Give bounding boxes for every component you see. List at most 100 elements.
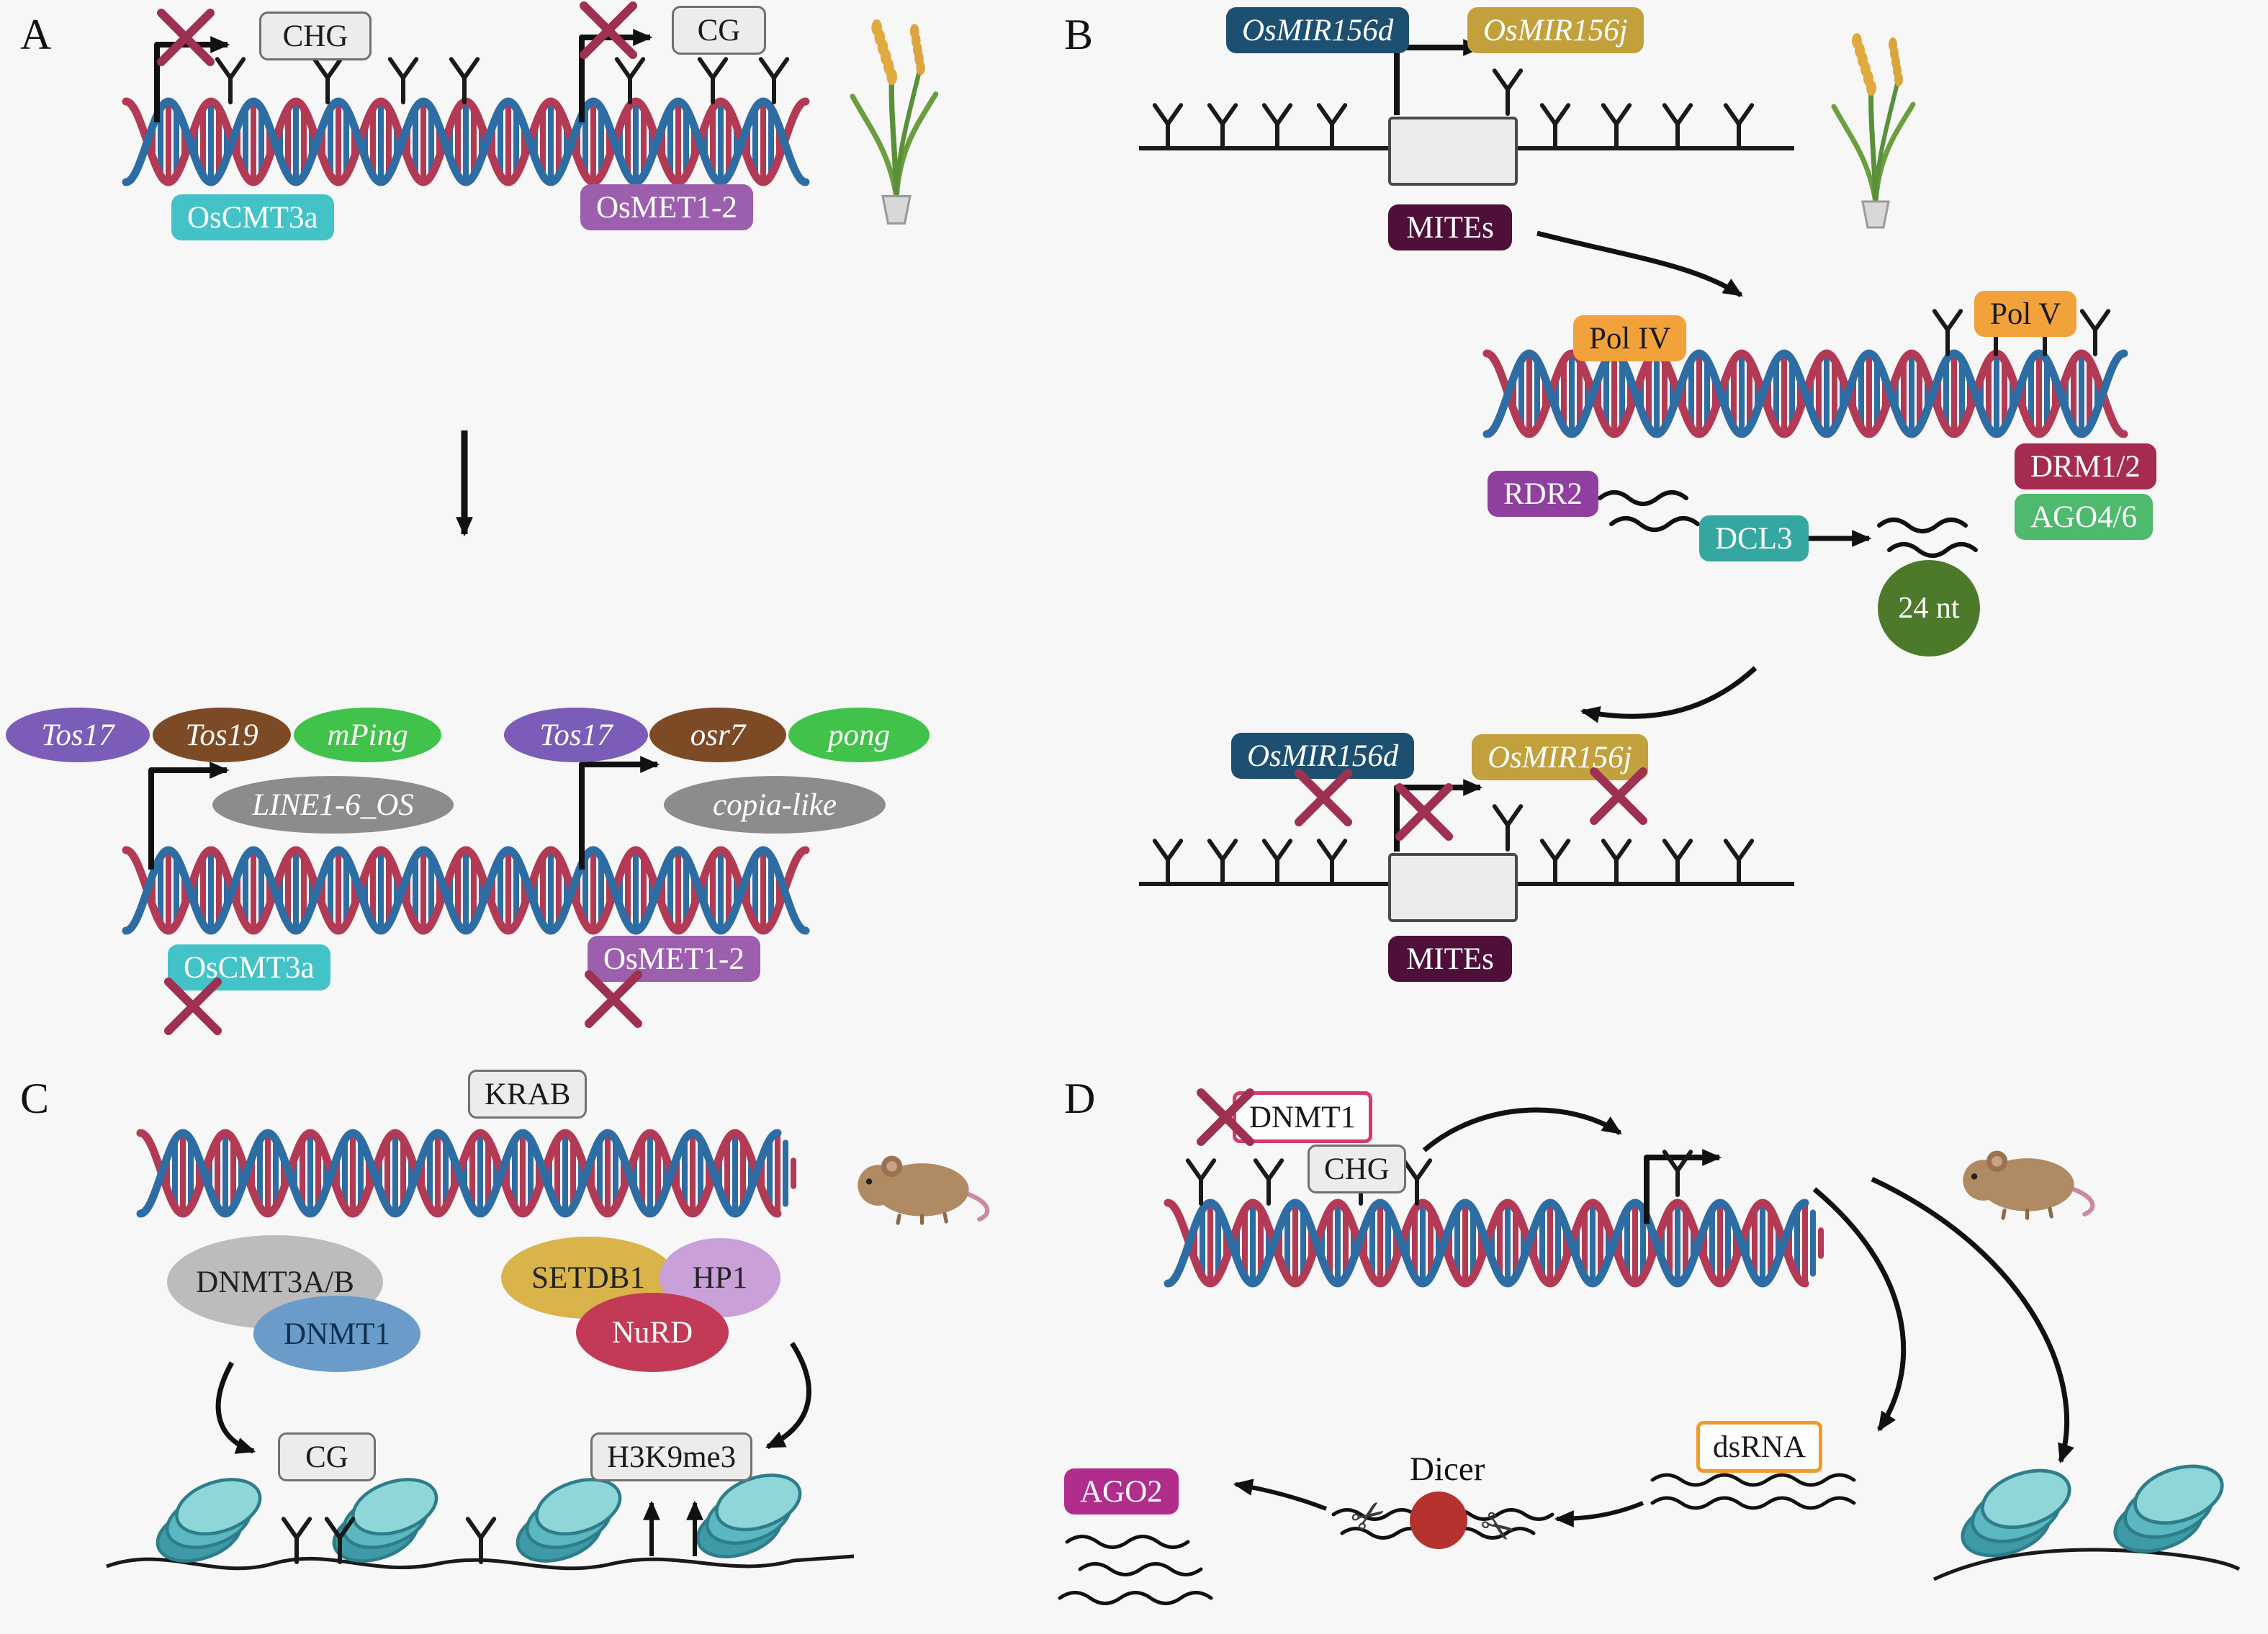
dcl3-box: DCL3 [1699,515,1809,561]
rna-squiggle [1887,542,1978,558]
h3k9me3-mark-box: H3K9me3 [590,1432,753,1481]
mite-gene-body [1388,117,1518,186]
dna-helix [122,846,810,935]
methylation-mark-icon [1662,1150,1693,1197]
rdr2-box: RDR2 [1488,471,1598,517]
methylation-mark-icon [1723,839,1755,886]
arrow [1233,1479,1328,1511]
rna-squiggle [1877,518,1968,533]
panel-c-label: C [20,1075,50,1122]
drm1-2-box: DRM1/2 [2015,443,2156,489]
methylation-mark-icon [1492,804,1524,852]
rna-squiggle [1078,1562,1203,1576]
rna-squiggle [1650,1473,1856,1487]
arrow [1394,39,1483,115]
methylation-mark-icon [697,57,729,104]
krab-box: KRAB [468,1070,588,1119]
methylation-mark-icon [1316,839,1348,886]
arrow [1871,1176,2074,1464]
methylation-mark-icon [1601,103,1632,150]
mites-box-2: MITEs [1388,936,1512,982]
nucleosome-icon [332,1478,438,1563]
osmir156d-mutant-box: OsMIR156d [1231,733,1415,779]
mites-box: MITEs [1388,204,1512,250]
arrow [1812,1187,1907,1432]
osmir156j-mutant-box: OsMIR156j [1472,734,1648,780]
ago2-box: AGO2 [1064,1468,1179,1515]
transposon-oval-line1: LINE1-6_OS [212,776,454,834]
methylation-mark-icon [1152,103,1184,150]
methylation-mark-icon [215,57,246,104]
methylation-mark-icon [465,1517,497,1564]
osmir156j-box: OsMIR156j [1467,7,1644,53]
arrow [1580,666,1758,723]
oscmt3a-mutant-box: OsCMT3a [168,944,330,990]
methylation-mark-icon [387,57,419,104]
rice-plant-icon [850,19,939,225]
osmet1-2-mutant-box: OsMET1-2 [588,936,760,982]
methylation-mark-icon [1316,103,1348,150]
arrow [1554,1501,1644,1527]
methylation-mark-icon [1539,103,1571,150]
oscmt3a-box: OsCMT3a [171,194,334,240]
methylation-mark-icon [1261,839,1293,886]
rna-squiggle [1598,490,1688,506]
methylation-mark-icon [1401,1158,1433,1206]
transposon-oval-mping: mPing [294,708,441,762]
methylation-mark-icon [1207,103,1238,150]
transposon-oval-tos19: Tos19 [153,708,291,762]
methylation-mark-icon [1539,839,1571,886]
nurd-oval: NuRD [576,1293,729,1372]
dna-helix [1482,349,2128,438]
dna-helix [136,1129,796,1218]
methylation-mark-icon [324,1517,356,1564]
methylation-mark-icon [1932,309,1963,356]
cg-mark-box: CG [278,1432,376,1481]
dsrna-outline-box: dsRNA [1696,1421,1823,1473]
methylation-mark-icon [1492,68,1524,116]
transposon-oval-pong: pong [788,708,930,762]
panel-d-label: D [1064,1075,1096,1122]
dicer-protein-icon [1410,1491,1467,1549]
methylation-mark-icon [1662,103,1693,150]
dna-line [1932,1548,2241,1581]
rna-squiggle [1065,1535,1190,1549]
dna-line [106,1554,855,1571]
mite-gene-body-2 [1388,853,1518,922]
dicer-label: Dicer [1410,1450,1485,1488]
transposon-oval-copia: copia-like [664,776,886,834]
transposon-oval-tos17-2: Tos17 [504,708,648,762]
nucleosome-icon [156,1478,262,1563]
methylation-mark-icon [312,57,343,104]
methylation-mark-icon [2079,309,2111,356]
arrow [1644,1149,1722,1224]
arrow [1536,230,1743,297]
methylation-mark-icon [1185,1158,1217,1206]
pol-v-box: Pol V [1974,291,2077,337]
sirna-24nt-circle: 24 nt [1878,560,1980,656]
nucleosome-icon [1961,1468,2071,1558]
arrow [1394,779,1483,852]
methylation-mark-icon [1152,839,1184,886]
osmir156d-box: OsMIR156d [1226,7,1410,53]
methylation-mark-icon [449,57,480,104]
ago4-6-box: AGO4/6 [2015,494,2154,540]
mouse-icon [1963,1150,2095,1220]
methylation-mark-icon [1723,103,1755,150]
arrow [765,1342,811,1450]
methylation-mark-icon [1253,1158,1284,1206]
dnmt1-outline-box: DNMT1 [1233,1091,1373,1143]
mouse-icon [858,1155,990,1225]
pol-iv-box: Pol IV [1573,315,1687,361]
osmet1-2-box: OsMET1-2 [580,184,753,230]
methylation-mark-icon [614,57,646,104]
nucleosome-icon [696,1473,802,1558]
methylation-mark-icon [1261,103,1293,150]
methylation-mark-icon [758,57,790,104]
nucleosome-icon [2113,1464,2224,1553]
chg-context-box: CHG [259,12,372,60]
methylation-mark-icon [1662,839,1693,886]
dnmt1-oval: DNMT1 [253,1296,420,1372]
